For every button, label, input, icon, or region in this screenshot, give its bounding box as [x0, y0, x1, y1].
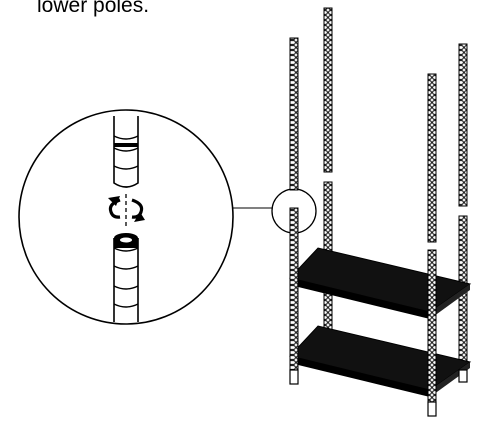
detail-magnifier: [18, 109, 234, 325]
back-right-pole: [458, 43, 468, 377]
lower-pole-detail: [113, 233, 139, 322]
lower-shelf: [289, 325, 472, 397]
front-right-pole: [427, 73, 437, 417]
upper-shelf: [289, 247, 472, 319]
instruction-caption: lower poles.: [37, 0, 150, 17]
back-right-pole-foot: [458, 369, 468, 383]
rotate-arrows-icon: [108, 196, 145, 222]
front-left-pole: [289, 37, 299, 385]
upper-pole-detail: [113, 116, 139, 188]
